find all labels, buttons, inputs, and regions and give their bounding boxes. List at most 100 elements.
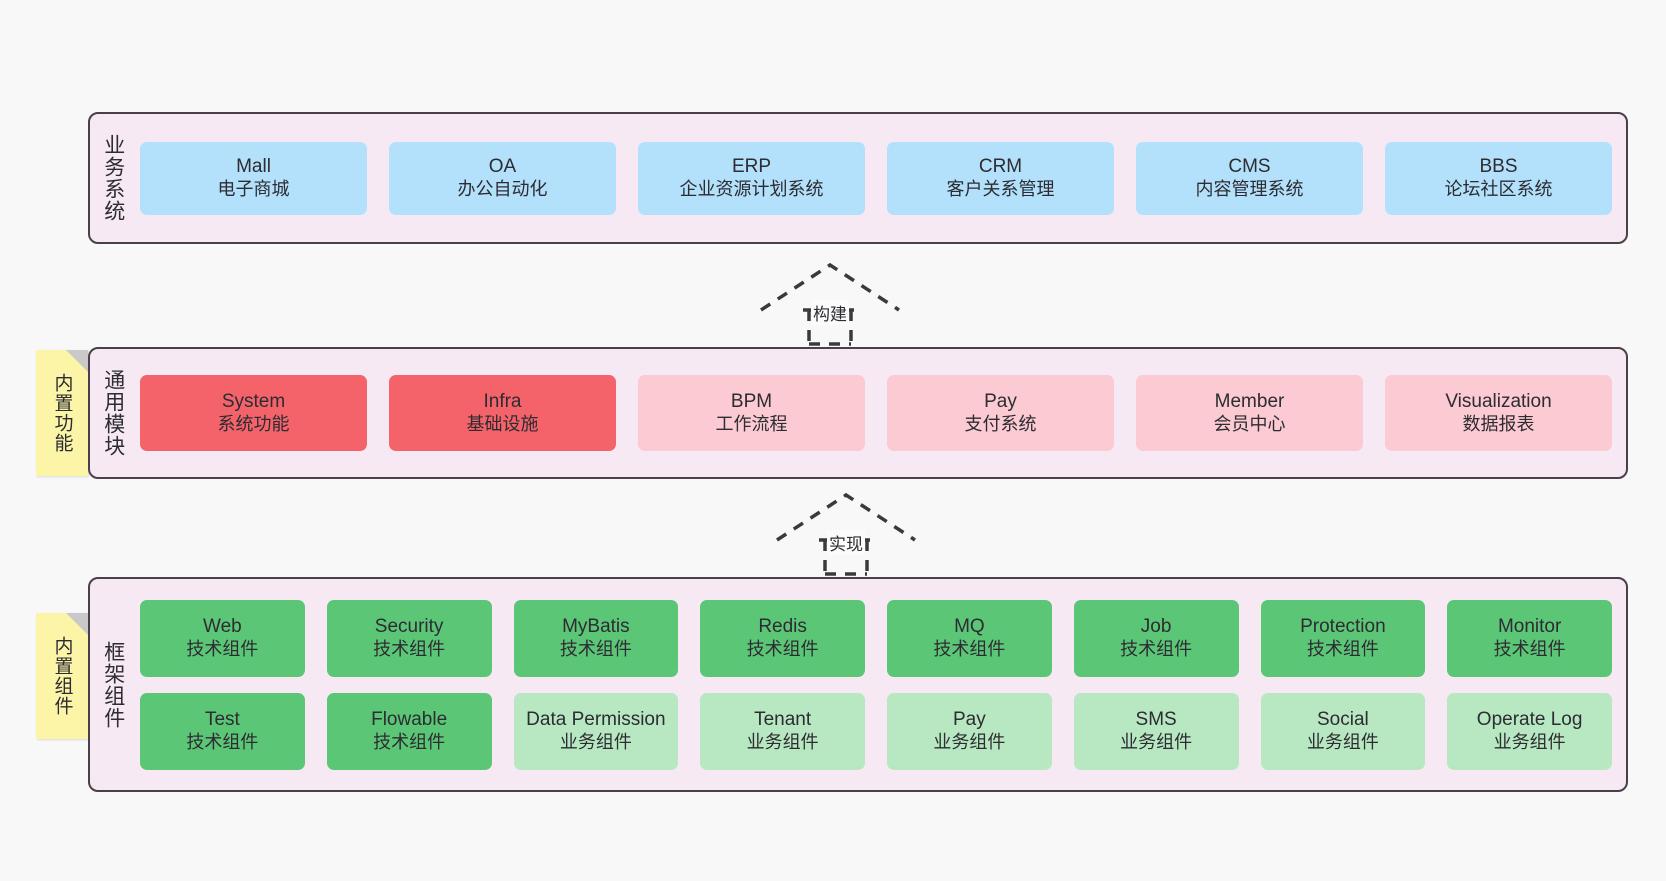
card-crm[interactable]: CRM 客户关系管理	[887, 141, 1114, 215]
card-subtitle: 业务组件	[1493, 731, 1566, 752]
card-title: Security	[374, 616, 444, 638]
card-title: Test	[204, 709, 240, 731]
card-web[interactable]: Web 技术组件	[140, 599, 305, 677]
card-monitor[interactable]: Monitor 技术组件	[1447, 599, 1612, 677]
card-title: Protection	[1300, 616, 1386, 638]
card-subtitle: 业务组件	[933, 731, 1006, 752]
folded-corner-icon	[66, 613, 88, 635]
card-title: Data Permission	[526, 709, 666, 731]
card-operate-log[interactable]: Operate Log 业务组件	[1447, 692, 1612, 770]
card-oa[interactable]: OA 办公自动化	[389, 141, 616, 215]
card-title: Pay	[953, 709, 986, 731]
sticky-note-builtin-features: 内置功能	[36, 350, 88, 476]
card-title: ERP	[731, 156, 772, 178]
card-subtitle: 业务组件	[559, 731, 632, 752]
card-row: Mall 电子商城 OA 办公自动化 ERP 企业资源计划系统 CRM 客户关系…	[140, 141, 1612, 215]
layer-common-modules: 通用模块 System 系统功能 Infra 基础设施 BPM 工作流程 Pay…	[88, 347, 1628, 479]
card-title: Job	[1140, 616, 1172, 638]
card-title: CRM	[978, 156, 1023, 178]
card-title: Visualization	[1445, 391, 1552, 413]
card-subtitle: 会员中心	[1213, 413, 1286, 434]
card-title: Operate Log	[1476, 709, 1583, 731]
card-pay-business[interactable]: Pay 业务组件	[887, 692, 1052, 770]
sticky-note-label: 内置组件	[51, 636, 73, 716]
card-pay[interactable]: Pay 支付系统	[887, 375, 1114, 451]
card-title: Tenant	[754, 709, 812, 731]
card-sms[interactable]: SMS 业务组件	[1073, 692, 1239, 770]
card-title: MQ	[954, 616, 985, 638]
layer-body-framework: Web 技术组件 Security 技术组件 MyBatis 技术组件 Redi…	[136, 579, 1626, 790]
card-title: Member	[1214, 391, 1285, 413]
card-subtitle: 技术组件	[559, 638, 632, 659]
card-row: System 系统功能 Infra 基础设施 BPM 工作流程 Pay 支付系统…	[140, 375, 1612, 451]
card-infra[interactable]: Infra 基础设施	[389, 375, 616, 451]
card-mq[interactable]: MQ 技术组件	[887, 599, 1052, 677]
card-subtitle: 系统功能	[217, 413, 290, 434]
card-subtitle: 客户关系管理	[946, 178, 1055, 199]
card-cms[interactable]: CMS 内容管理系统	[1136, 141, 1363, 215]
card-subtitle: 数据报表	[1462, 413, 1535, 434]
connector-build: 构建	[757, 262, 903, 346]
card-protection[interactable]: Protection 技术组件	[1260, 599, 1426, 677]
layer-title-common: 通用模块	[101, 369, 125, 457]
card-bpm[interactable]: BPM 工作流程	[638, 375, 865, 451]
card-row: Web 技术组件 Security 技术组件 MyBatis 技术组件 Redi…	[140, 599, 1612, 677]
layer-title-framework: 框架组件	[101, 640, 125, 729]
card-subtitle: 技术组件	[373, 638, 446, 659]
arrowhead-open-triangle	[776, 492, 916, 542]
card-title: SMS	[1135, 709, 1177, 731]
card-redis[interactable]: Redis 技术组件	[700, 599, 865, 677]
card-subtitle: 支付系统	[964, 413, 1037, 434]
card-subtitle: 技术组件	[933, 638, 1006, 659]
card-tenant[interactable]: Tenant 业务组件	[700, 692, 865, 770]
card-subtitle: 技术组件	[1306, 638, 1379, 659]
layer-business-system: 业务系统 Mall 电子商城 OA 办公自动化 ERP 企业资源计划系统 CRM…	[88, 112, 1628, 244]
arrowhead-open-triangle	[760, 262, 900, 312]
card-bbs[interactable]: BBS 论坛社区系统	[1385, 141, 1612, 215]
card-subtitle: 业务组件	[1120, 731, 1193, 752]
connector-label-build: 构建	[811, 300, 849, 325]
card-title: Web	[203, 616, 242, 638]
card-test[interactable]: Test 技术组件	[140, 692, 305, 770]
card-title: BPM	[730, 391, 773, 413]
card-member[interactable]: Member 会员中心	[1136, 375, 1363, 451]
card-title: Infra	[483, 391, 522, 413]
card-title: Redis	[758, 616, 807, 638]
card-title: Pay	[984, 391, 1017, 413]
card-subtitle: 业务组件	[746, 731, 819, 752]
card-title: Flowable	[371, 709, 448, 731]
connector-label-realize: 实现	[827, 530, 865, 555]
card-mall[interactable]: Mall 电子商城	[140, 141, 367, 215]
card-subtitle: 技术组件	[186, 731, 259, 752]
card-title: Social	[1317, 709, 1369, 731]
card-subtitle: 技术组件	[373, 731, 446, 752]
card-subtitle: 技术组件	[746, 638, 819, 659]
card-flowable[interactable]: Flowable 技术组件	[326, 692, 492, 770]
card-title: BBS	[1479, 156, 1518, 178]
layer-title-business: 业务系统	[101, 134, 125, 222]
card-subtitle: 论坛社区系统	[1444, 178, 1553, 199]
card-system[interactable]: System 系统功能	[140, 375, 367, 451]
card-social[interactable]: Social 业务组件	[1260, 692, 1426, 770]
card-job[interactable]: Job 技术组件	[1073, 599, 1239, 677]
card-title: Mall	[236, 156, 271, 178]
card-title: System	[221, 391, 286, 413]
card-subtitle: 技术组件	[186, 638, 259, 659]
card-mybatis[interactable]: MyBatis 技术组件	[513, 599, 679, 677]
sticky-note-label: 内置功能	[51, 373, 73, 453]
card-security[interactable]: Security 技术组件	[326, 599, 492, 677]
layer-framework-components: 框架组件 Web 技术组件 Security 技术组件 MyBatis 技术组件…	[88, 577, 1628, 792]
card-subtitle: 业务组件	[1306, 731, 1379, 752]
card-data-permission[interactable]: Data Permission 业务组件	[513, 692, 679, 770]
card-subtitle: 企业资源计划系统	[679, 178, 824, 199]
card-subtitle: 内容管理系统	[1195, 178, 1304, 199]
card-title: CMS	[1228, 156, 1271, 178]
card-visualization[interactable]: Visualization 数据报表	[1385, 375, 1612, 451]
card-row: Test 技术组件 Flowable 技术组件 Data Permission …	[140, 692, 1612, 770]
card-title: OA	[488, 156, 517, 178]
card-erp[interactable]: ERP 企业资源计划系统	[638, 141, 865, 215]
card-subtitle: 工作流程	[715, 413, 788, 434]
card-subtitle: 办公自动化	[457, 178, 548, 199]
sticky-note-builtin-components: 内置组件	[36, 613, 88, 739]
layer-body-common: System 系统功能 Infra 基础设施 BPM 工作流程 Pay 支付系统…	[136, 349, 1626, 477]
